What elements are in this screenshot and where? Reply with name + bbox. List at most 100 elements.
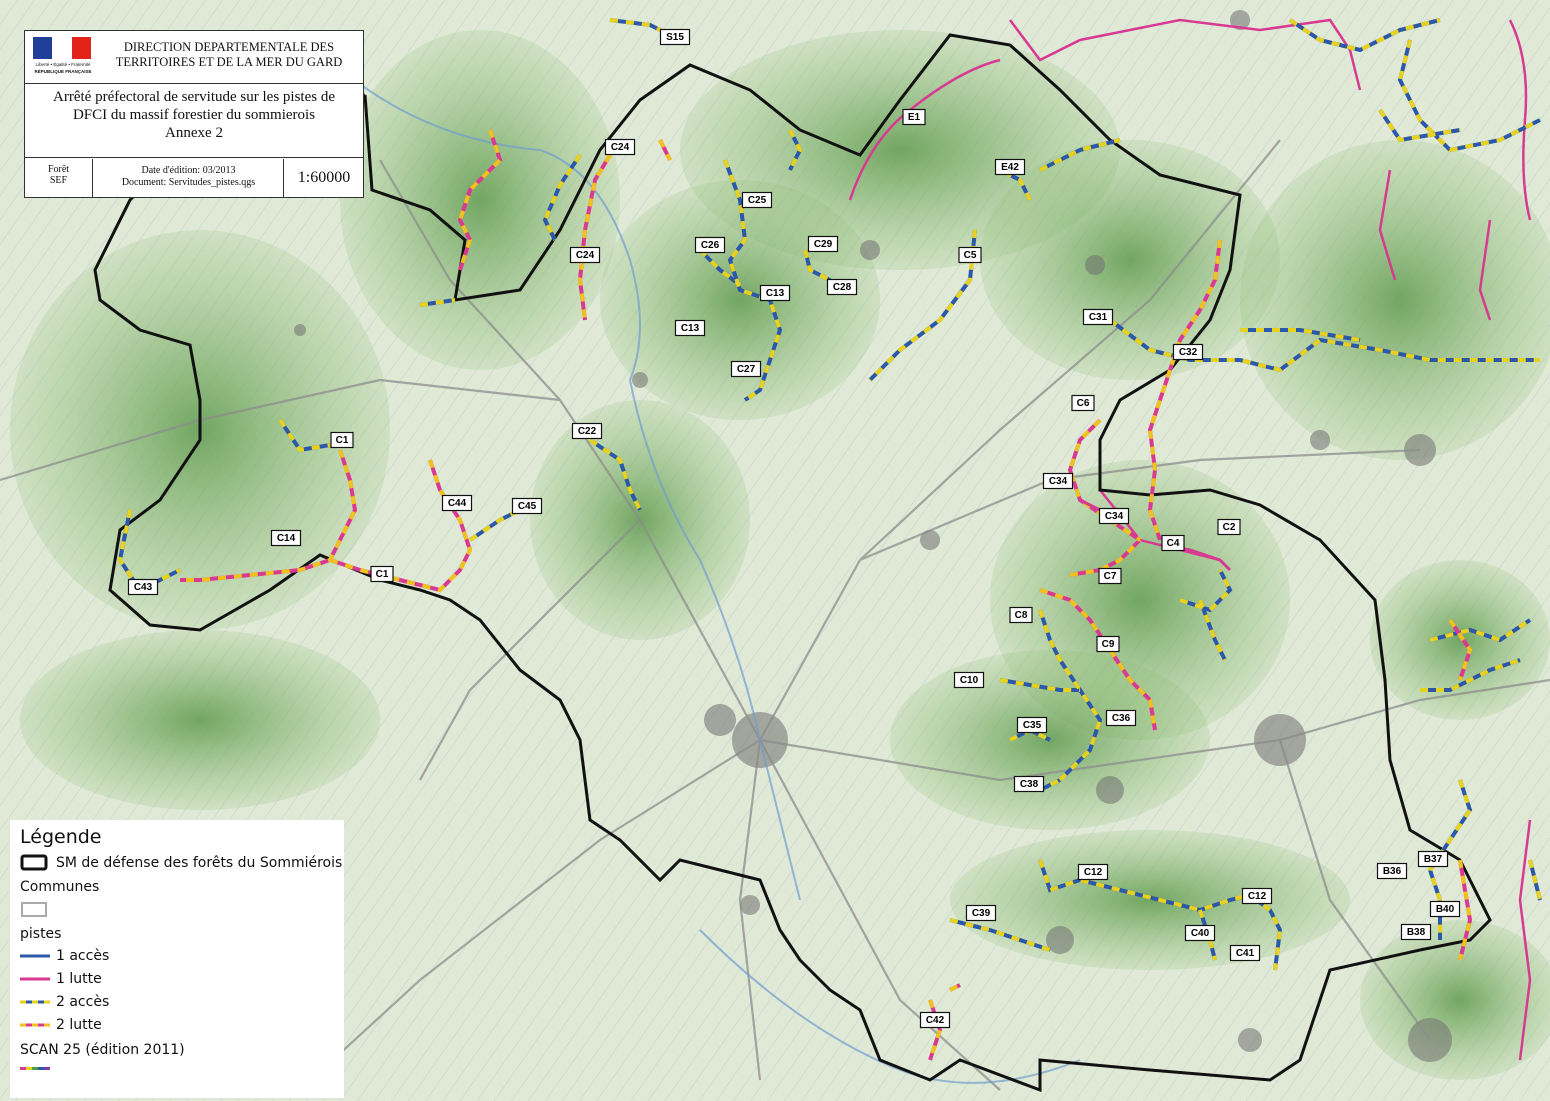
piste-label-box <box>1400 923 1432 941</box>
document-name: Document: Servitudes_pistes.qgs <box>121 177 256 188</box>
piste-label-text: C43 <box>134 582 153 593</box>
legend-acces1-label: 1 accès <box>56 948 110 964</box>
piste-label-text: B37 <box>1424 854 1443 865</box>
piste-label-box <box>1042 472 1074 490</box>
legend-lutte1-label: 1 lutte <box>56 971 102 987</box>
piste-label-text: B40 <box>1436 904 1455 915</box>
piste-label-box <box>1217 518 1241 536</box>
piste-label-c39: C39 <box>965 904 997 922</box>
rivers <box>329 59 1081 1084</box>
piste-label-c8: C8 <box>1009 606 1033 624</box>
piste-label-c24: C24 <box>604 138 636 156</box>
piste-label-box <box>1077 863 1109 881</box>
legend-acces1: 1 accès <box>20 948 109 964</box>
acces2-swatch-icon <box>20 1000 50 1004</box>
piste-label-box <box>569 246 601 264</box>
piste-label-text: C40 <box>1191 928 1210 939</box>
legend-acces2-label: 2 accès <box>56 994 110 1010</box>
piste-label-c38: C38 <box>1013 775 1045 793</box>
piste-label-text: C22 <box>578 426 597 437</box>
map-scale: 1:60000 <box>297 169 351 186</box>
piste-label-box <box>694 236 726 254</box>
legend-lutte2-label: 2 lutte <box>56 1017 102 1033</box>
piste-label-text: B36 <box>1383 866 1402 877</box>
piste-label-c4: C4 <box>1161 534 1185 552</box>
map-title-line1: Arrêté préfectoral de servitude sur les … <box>53 89 335 105</box>
piste-label-b38: B38 <box>1400 923 1432 941</box>
map-title-line2: DFCI du massif forestier du sommierois <box>72 107 316 123</box>
legend-lutte2: 2 lutte <box>20 1017 102 1033</box>
marianne-logo: Liberté • Égalité • Fraternité RÉPUBLIQU… <box>31 37 95 77</box>
piste-label-text: S15 <box>666 32 684 43</box>
piste-label-text: C34 <box>1105 511 1124 522</box>
piste-label-c5: C5 <box>958 246 982 264</box>
piste-label-box <box>1098 567 1122 585</box>
piste-label-text: C41 <box>1236 948 1255 959</box>
piste-label-c14: C14 <box>270 529 302 547</box>
roads <box>0 139 1550 1091</box>
piste-label-box <box>659 28 691 46</box>
legend-basemap: SCAN 25 (édition 2011) <box>20 1042 185 1058</box>
piste-label-text: C13 <box>681 323 700 334</box>
piste-label-box <box>370 565 394 583</box>
piste-label-text: C32 <box>1179 347 1198 358</box>
piste-label-box <box>965 904 997 922</box>
foret-value: SEF <box>49 175 68 186</box>
piste-label-c12: C12 <box>1077 863 1109 881</box>
piste-label-box <box>674 319 706 337</box>
legend-boundary-label: SM de défense des forêts du Sommiérois <box>56 855 343 871</box>
piste-label-text: C35 <box>1023 720 1042 731</box>
piste-label-box <box>571 422 603 440</box>
piste-label-text: C29 <box>814 239 833 250</box>
piste-label-box <box>1016 716 1048 734</box>
piste-label-text: C6 <box>1077 398 1090 409</box>
pistes-2-lutte <box>180 129 1473 1061</box>
piste-label-text: C45 <box>518 501 537 512</box>
piste-label-text: C10 <box>960 675 979 686</box>
piste-label-text: C8 <box>1015 610 1028 621</box>
piste-label-c6: C6 <box>1071 394 1095 412</box>
communes-swatch-icon <box>21 902 47 917</box>
piste-label-c9: C9 <box>1096 635 1120 653</box>
piste-label-text: C27 <box>737 364 756 375</box>
piste-label-text: C25 <box>748 195 767 206</box>
piste-label-box <box>1161 534 1185 552</box>
piste-label-c35: C35 <box>1016 716 1048 734</box>
piste-label-box <box>511 497 543 515</box>
piste-label-c2: C2 <box>1217 518 1241 536</box>
piste-label-box <box>826 278 858 296</box>
piste-label-c7: C7 <box>1098 567 1122 585</box>
piste-label-c31: C31 <box>1082 308 1114 326</box>
piste-label-box <box>1009 606 1033 624</box>
piste-label-box <box>1096 635 1120 653</box>
boundary-swatch-icon <box>20 854 48 871</box>
piste-label-text: C7 <box>1104 571 1117 582</box>
basemap-swatch-icon <box>20 1067 50 1070</box>
edition-date: Date d'édition: 03/2013 <box>141 165 236 176</box>
legend-communes: Communes <box>20 879 100 895</box>
piste-label-text: C39 <box>972 908 991 919</box>
piste-label-text: C24 <box>576 250 595 261</box>
piste-label-box <box>741 191 773 209</box>
piste-label-c1: C1 <box>370 565 394 583</box>
piste-label-b37: B37 <box>1417 850 1449 868</box>
piste-label-box <box>270 529 302 547</box>
piste-label-text: C5 <box>964 250 977 261</box>
piste-label-c43: C43 <box>127 578 159 596</box>
legend-title: Légende <box>20 826 102 848</box>
piste-label-c40: C40 <box>1184 924 1216 942</box>
piste-label-box <box>441 494 473 512</box>
piste-label-box <box>1417 850 1449 868</box>
logo-motto: Liberté • Égalité • Fraternité <box>35 62 91 67</box>
map-title-line3: Annexe 2 <box>165 125 223 141</box>
piste-label-c34: C34 <box>1042 472 1074 490</box>
piste-label-text: C26 <box>701 240 720 251</box>
piste-label-box <box>730 360 762 378</box>
piste-label-text: C42 <box>926 1015 945 1026</box>
piste-label-box <box>1013 775 1045 793</box>
legend-acces2: 2 accès <box>20 994 109 1010</box>
logo-republic: RÉPUBLIQUE FRANÇAISE <box>34 69 92 74</box>
piste-label-box <box>1071 394 1095 412</box>
legend-lutte1: 1 lutte <box>20 971 102 987</box>
